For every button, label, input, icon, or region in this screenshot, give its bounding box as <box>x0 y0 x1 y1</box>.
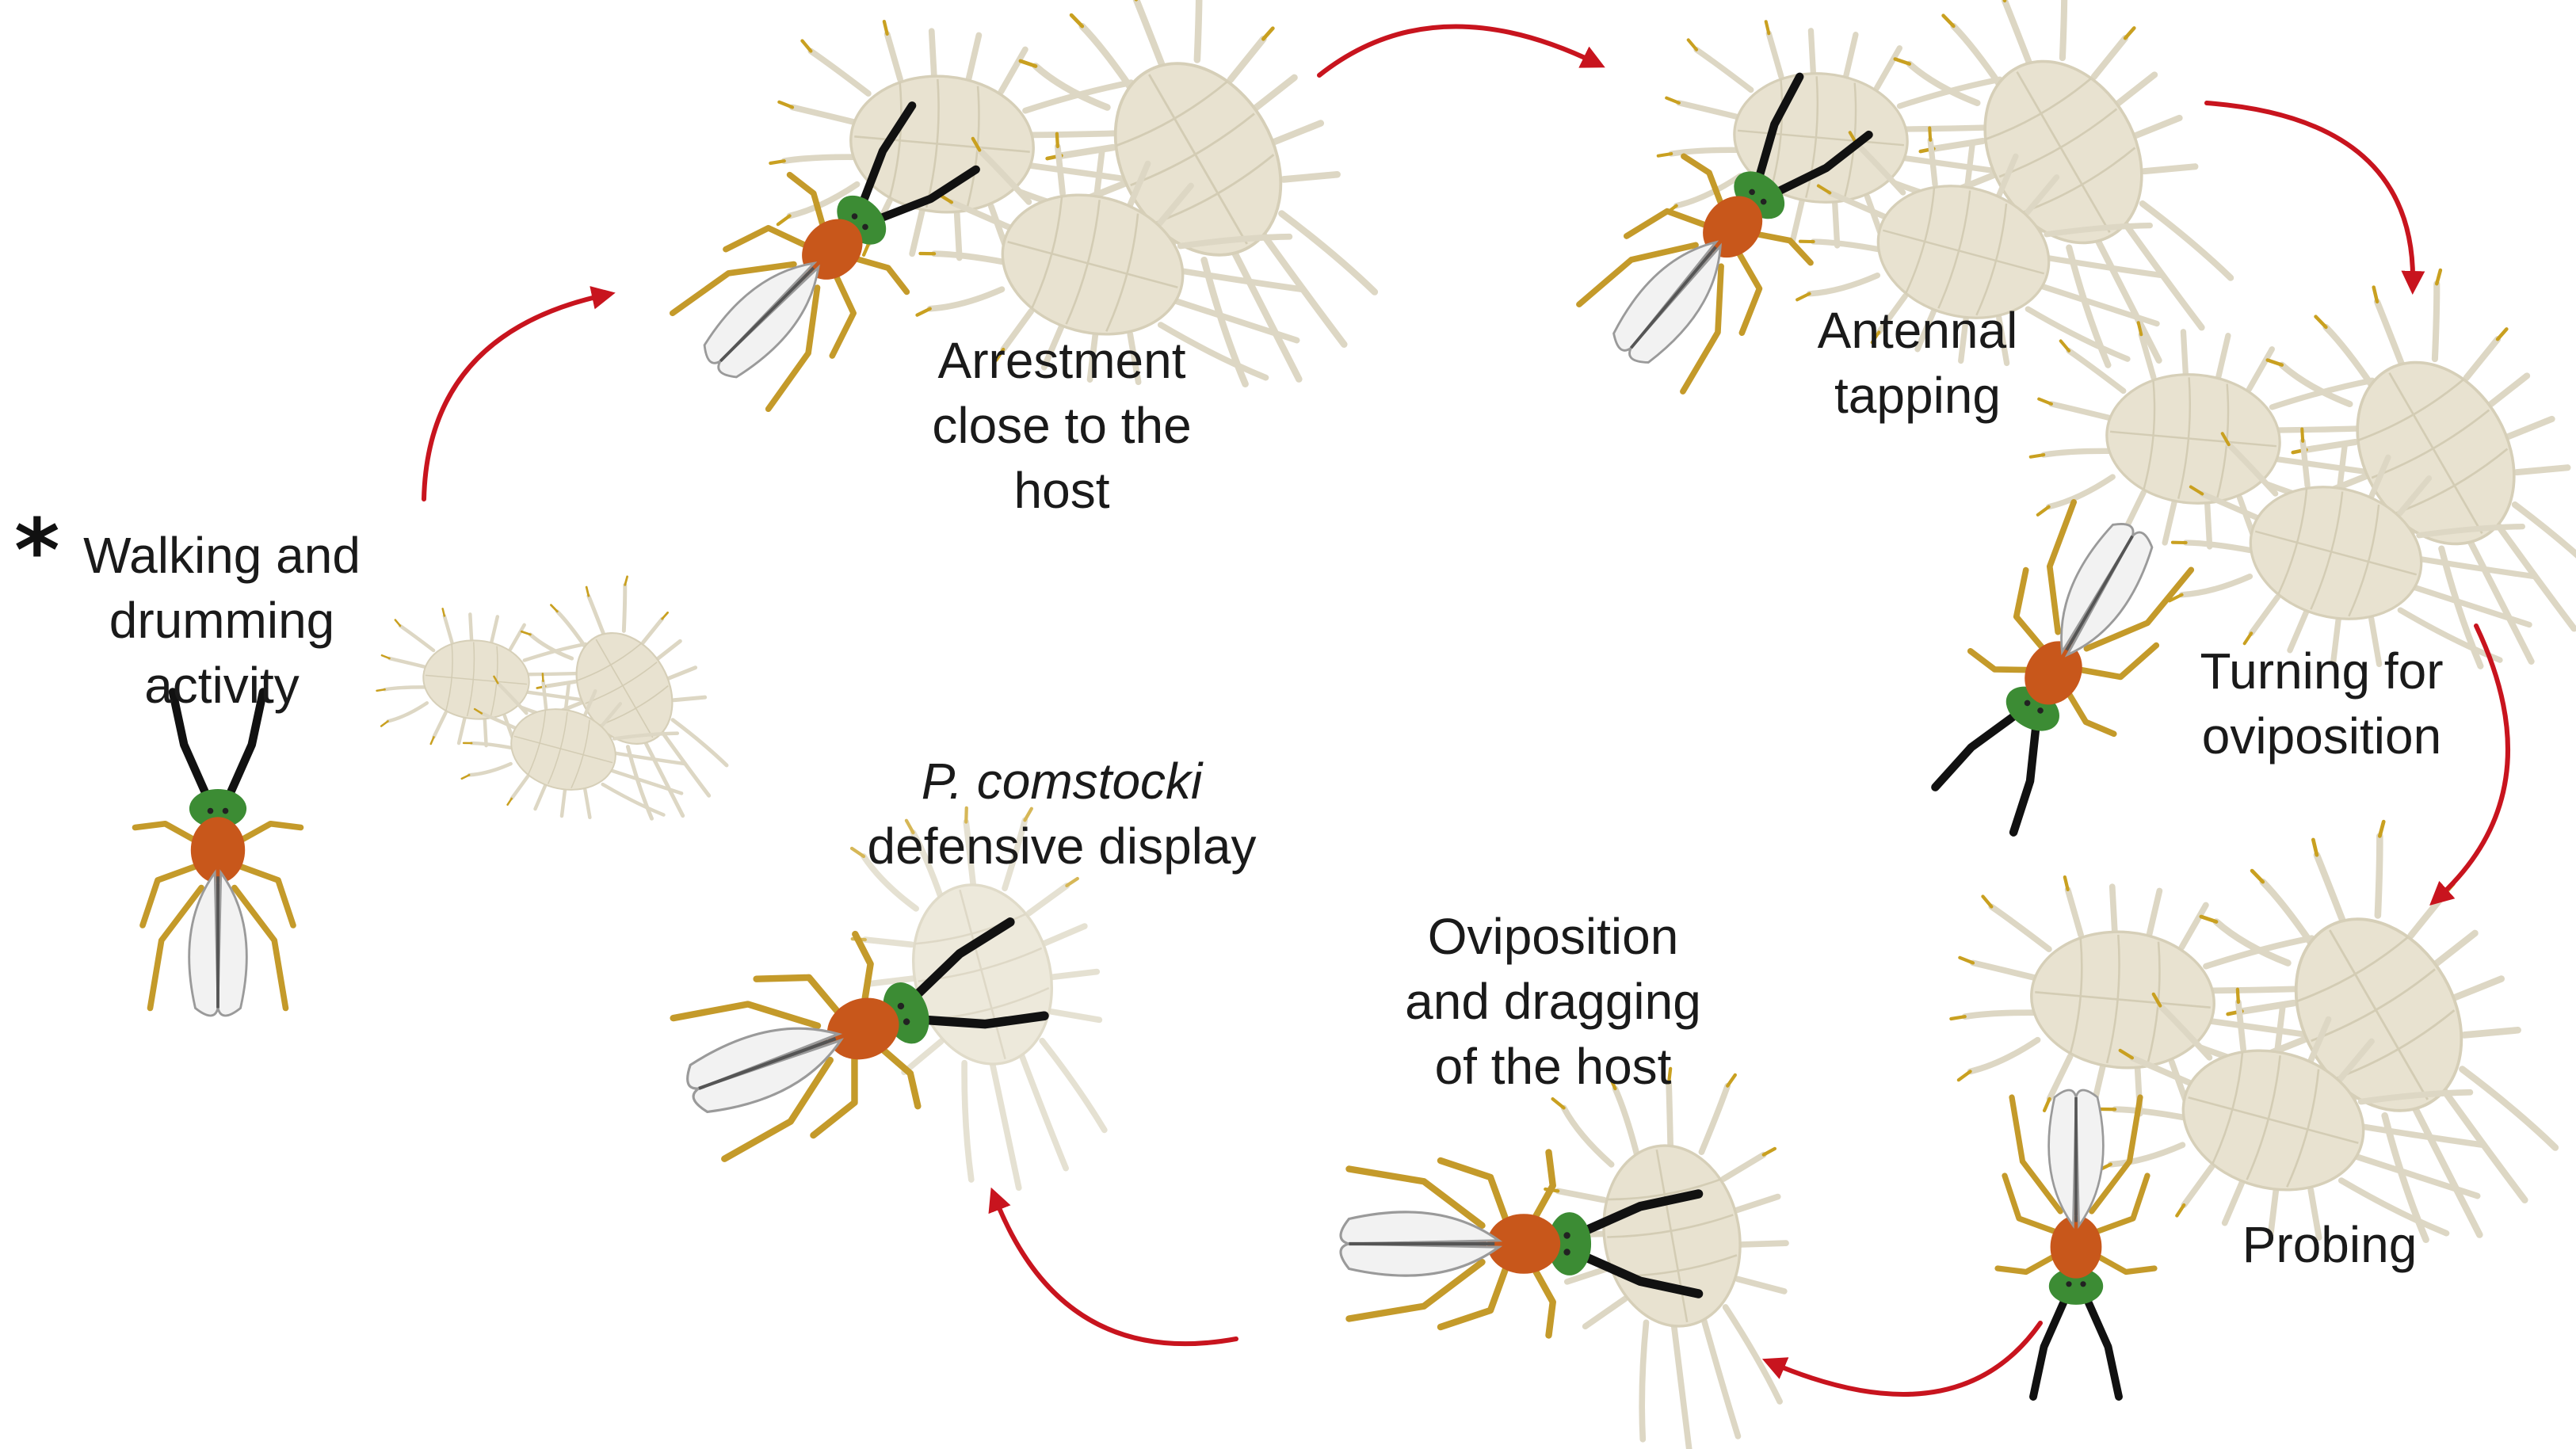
mealybug-cluster-walking <box>372 556 759 847</box>
wasp-probing <box>1998 1090 2154 1397</box>
cycle-arrow-5 <box>1761 1321 2043 1397</box>
cycle-arrow-4 <box>2429 623 2510 906</box>
start-marker: * <box>14 500 60 601</box>
cycle-arrow-2 <box>1317 24 1605 78</box>
cycle-arrow-3 <box>2204 101 2425 295</box>
label-probing: Probing <box>2242 1216 2418 1273</box>
wasp-walking <box>135 692 301 1016</box>
cycle-arrow-6 <box>988 1187 1238 1347</box>
cycle-arrow-1 <box>422 286 616 501</box>
